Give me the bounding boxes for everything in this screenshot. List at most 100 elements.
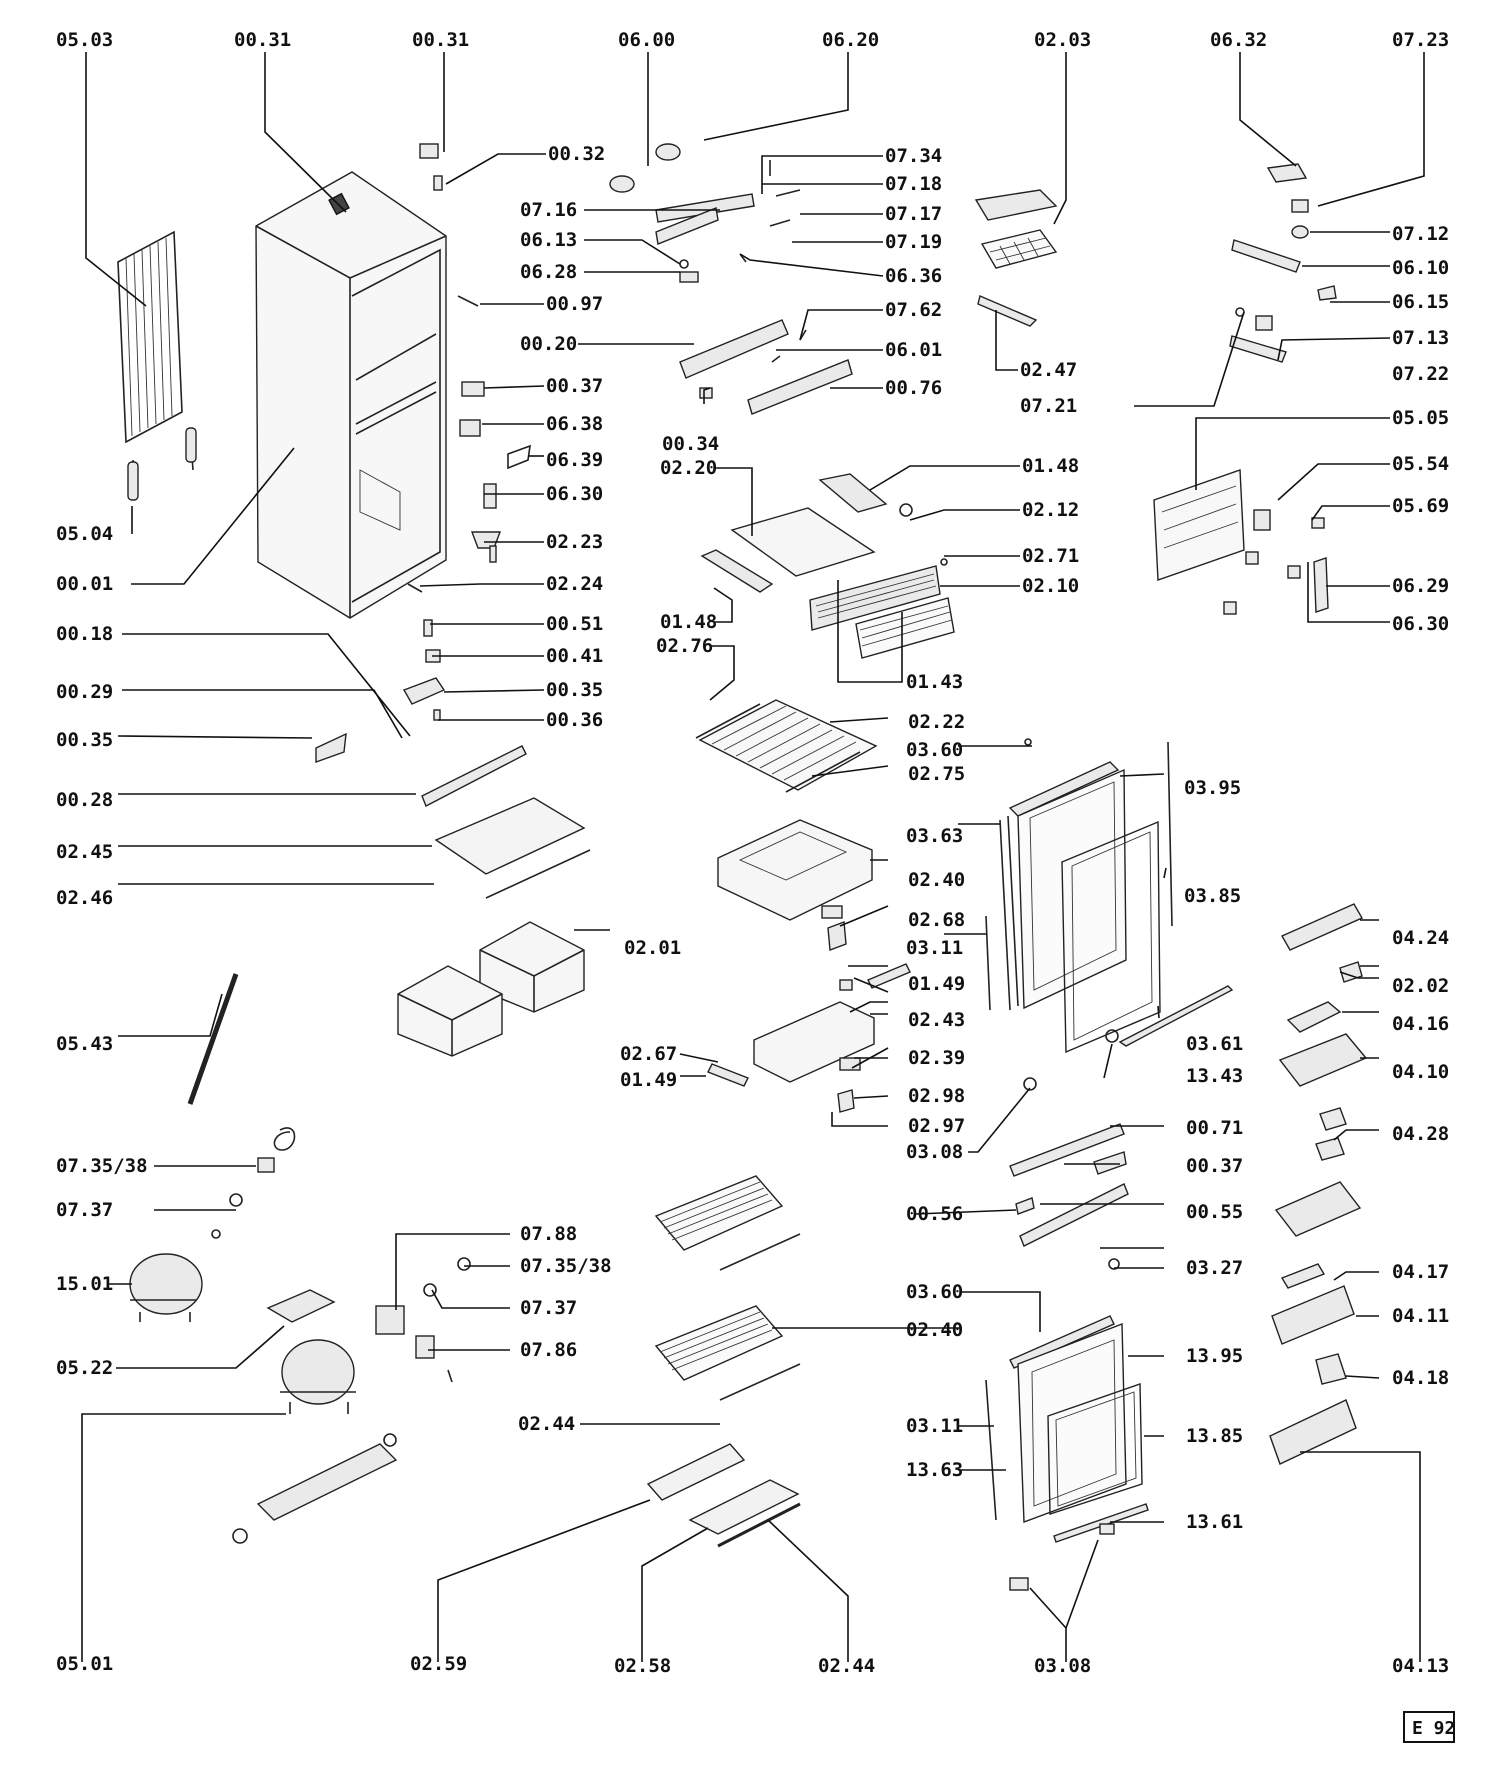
- freezer-drawer-lower: [707, 963, 911, 1113]
- callout-03-11: 03.11: [906, 1415, 963, 1437]
- cabinet-hardware: [315, 143, 591, 899]
- callout-13-43: 13.43: [1186, 1065, 1243, 1087]
- callout-02-76: 02.76: [656, 635, 713, 657]
- callout-03-61: 03.61: [1186, 1033, 1243, 1055]
- callout-02-47: 02.47: [1020, 359, 1077, 381]
- callout-02-45: 02.45: [56, 841, 113, 863]
- callout-05-69: 05.69: [1392, 495, 1449, 517]
- callout-02-10: 02.10: [1022, 575, 1079, 597]
- fridge-door: [985, 1258, 1149, 1591]
- callout-07-37: 07.37: [56, 1199, 113, 1221]
- callout-07-62: 07.62: [885, 299, 942, 321]
- callout-00-29: 00.29: [56, 681, 113, 703]
- callout-02-03: 02.03: [1034, 29, 1091, 51]
- control-panel-plate: [1153, 469, 1329, 615]
- callout-05-54: 05.54: [1392, 453, 1449, 475]
- callout-06-00: 06.00: [618, 29, 675, 51]
- callout-07-86: 07.86: [520, 1339, 577, 1361]
- callout-01-43: 01.43: [906, 671, 963, 693]
- callout-04-17: 04.17: [1392, 1261, 1449, 1283]
- callout-03-60: 03.60: [906, 739, 963, 761]
- callout-02-40: 02.40: [906, 1319, 963, 1341]
- hinge-plates: [1009, 1123, 1129, 1247]
- callout-06-15: 06.15: [1392, 291, 1449, 313]
- callout-05-22: 05.22: [56, 1357, 113, 1379]
- callout-02-12: 02.12: [1022, 499, 1079, 521]
- callout-00-55: 00.55: [1186, 1201, 1243, 1223]
- callout-00-31: 00.31: [412, 29, 469, 51]
- callout-02-44: 02.44: [518, 1413, 575, 1435]
- callout-02-46: 02.46: [56, 887, 113, 909]
- callout-07-35-38: 07.35/38: [56, 1155, 148, 1177]
- callout-03-85: 03.85: [1184, 885, 1241, 907]
- callout-07-37: 07.37: [520, 1297, 577, 1319]
- callout-06-29: 06.29: [1392, 575, 1449, 597]
- callout-04-13: 04.13: [1392, 1655, 1449, 1677]
- callout-13-63: 13.63: [906, 1459, 963, 1481]
- freezer-drawer-upper: [717, 819, 873, 991]
- freezer-door: [985, 738, 1234, 1091]
- door-shelves: [1269, 903, 1368, 1465]
- callout-00-37: 00.37: [1186, 1155, 1243, 1177]
- callout-02-02: 02.02: [1392, 975, 1449, 997]
- leader-lines: [81, 52, 1425, 1662]
- callout-03-27: 03.27: [1186, 1257, 1243, 1279]
- callout-00-31: 00.31: [234, 29, 291, 51]
- callout-06-20: 06.20: [822, 29, 879, 51]
- callout-06-10: 06.10: [1392, 257, 1449, 279]
- callout-05-03: 05.03: [56, 29, 113, 51]
- callout-06-30: 06.30: [1392, 613, 1449, 635]
- callout-labels: 05.03 00.31 00.31 06.00 06.20 02.03 06.3…: [56, 29, 1449, 1677]
- page-code: E 92: [1412, 1718, 1455, 1739]
- callout-01-49: 01.49: [620, 1069, 677, 1091]
- callout-03-11: 03.11: [906, 937, 963, 959]
- wire-shelves: [646, 1175, 801, 1548]
- callout-03-63: 03.63: [906, 825, 963, 847]
- part-drawings: [117, 143, 1368, 1591]
- callout-07-19: 07.19: [885, 231, 942, 253]
- callout-00-34: 00.34: [662, 433, 719, 455]
- callout-00-97: 00.97: [546, 293, 603, 315]
- callout-07-12: 07.12: [1392, 223, 1449, 245]
- callout-00-37: 00.37: [546, 375, 603, 397]
- callout-00-76: 00.76: [885, 377, 942, 399]
- callout-06-39: 06.39: [546, 449, 603, 471]
- callout-00-32: 00.32: [548, 143, 605, 165]
- freezer-shelf-assembly: [700, 473, 955, 659]
- ice-tray: [974, 189, 1058, 327]
- callout-03-08: 03.08: [906, 1141, 963, 1163]
- callout-06-28: 06.28: [520, 261, 577, 283]
- callout-02-23: 02.23: [546, 531, 603, 553]
- callout-02-44: 02.44: [818, 1655, 875, 1677]
- callout-02-22: 02.22: [908, 711, 965, 733]
- callout-15-01: 15.01: [56, 1273, 113, 1295]
- callout-07-18: 07.18: [885, 173, 942, 195]
- door-rod: [187, 973, 239, 1105]
- callout-04-11: 04.11: [1392, 1305, 1449, 1327]
- callout-03-95: 03.95: [1184, 777, 1241, 799]
- control-housing-parts: [609, 143, 853, 415]
- callout-06-13: 06.13: [520, 229, 577, 251]
- callout-13-95: 13.95: [1186, 1345, 1243, 1367]
- callout-05-05: 05.05: [1392, 407, 1449, 429]
- callout-00-01: 00.01: [56, 573, 113, 595]
- callout-02-58: 02.58: [614, 1655, 671, 1677]
- callout-07-16: 07.16: [520, 199, 577, 221]
- callout-02-68: 02.68: [908, 909, 965, 931]
- callout-05-43: 05.43: [56, 1033, 113, 1055]
- callout-07-22: 07.22: [1392, 363, 1449, 385]
- callout-02-71: 02.71: [1022, 545, 1079, 567]
- callout-02-75: 02.75: [908, 763, 965, 785]
- callout-03-08: 03.08: [1034, 1655, 1091, 1677]
- callout-07-88: 07.88: [520, 1223, 577, 1245]
- callout-00-20: 00.20: [520, 333, 577, 355]
- compressor-group: [129, 1127, 398, 1544]
- callout-00-35: 00.35: [546, 679, 603, 701]
- callout-00-56: 00.56: [906, 1203, 963, 1225]
- callout-04-18: 04.18: [1392, 1367, 1449, 1389]
- condenser-coil: [117, 230, 197, 501]
- callout-13-61: 13.61: [1186, 1511, 1243, 1533]
- callout-04-16: 04.16: [1392, 1013, 1449, 1035]
- callout-04-28: 04.28: [1392, 1123, 1449, 1145]
- callout-02-20: 02.20: [660, 457, 717, 479]
